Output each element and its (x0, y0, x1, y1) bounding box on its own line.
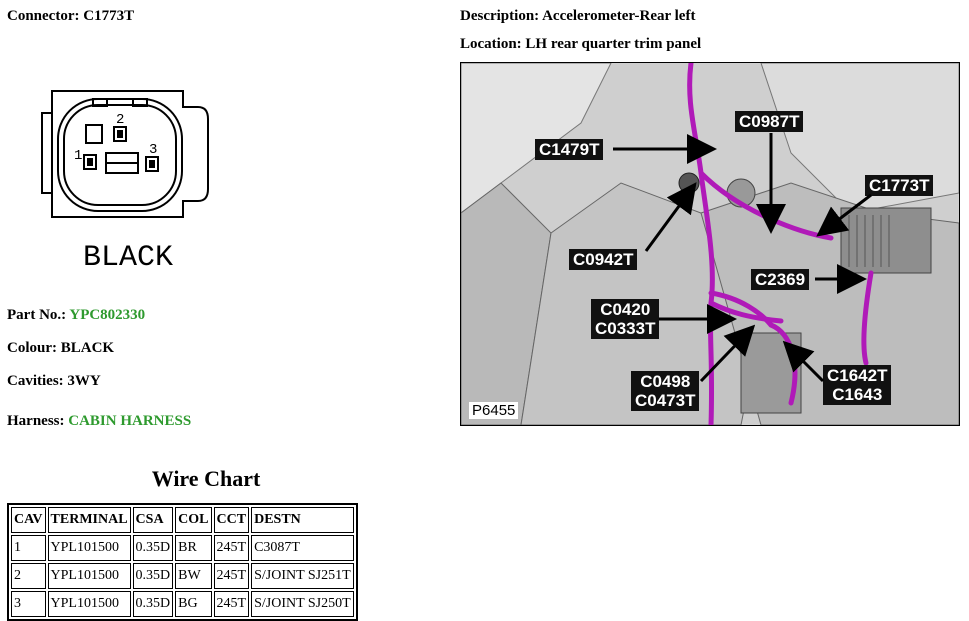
header-csa: CSA (132, 507, 174, 533)
cell: 245T (213, 563, 250, 589)
cell: 1 (11, 535, 46, 561)
header-destn: DESTN (251, 507, 354, 533)
cell: YPL101500 (47, 535, 131, 561)
cell: YPL101500 (47, 591, 131, 617)
table-row: 1 YPL101500 0.35D BR 245T C3087T (11, 535, 354, 561)
connector-inner (63, 104, 177, 206)
cell: S/JOINT SJ250T (251, 591, 354, 617)
key-slot-2 (132, 98, 148, 107)
cell: BW (175, 563, 212, 589)
harness-value: CABIN HARNESS (68, 413, 192, 429)
cell: 245T (213, 535, 250, 561)
pin-1-cavity (83, 154, 97, 170)
callout-c0942t: C0942T (569, 249, 638, 270)
callout-c0420: C0420 (600, 300, 651, 319)
cell: 2 (11, 563, 46, 589)
part-number: Part No.: YPC802330 (7, 307, 146, 323)
pin-2-label: 2 (116, 112, 124, 128)
connector-label: Connector: C1773T (7, 8, 135, 24)
description: Description: Accelerometer-Rear left (460, 8, 696, 24)
cell: BR (175, 535, 212, 561)
cavity-blank (85, 124, 103, 144)
pin-1-label: 1 (74, 148, 82, 164)
cell: BG (175, 591, 212, 617)
header-cav: CAV (11, 507, 46, 533)
callout-c2369: C2369 (751, 269, 810, 290)
photo-reference: P6455 (469, 402, 519, 419)
header-terminal: TERMINAL (47, 507, 131, 533)
pin-2-cavity (113, 126, 127, 142)
part-number-value: YPC802330 (69, 307, 146, 323)
cell: 0.35D (132, 535, 174, 561)
callout-c1642t: C1642T (827, 366, 888, 385)
cell: YPL101500 (47, 563, 131, 589)
connector-outline (51, 90, 209, 218)
connector-diagram: 1 2 3 BLACK (41, 90, 209, 275)
header-cct: CCT (213, 507, 250, 533)
pin-3-cavity (145, 156, 159, 172)
cavities: Cavities: 3WY (7, 373, 101, 389)
cell: 245T (213, 591, 250, 617)
cell: S/JOINT SJ251T (251, 563, 354, 589)
connector-latch (41, 112, 53, 194)
callout-c1479t: C1479T (535, 139, 604, 160)
cell: C3087T (251, 535, 354, 561)
callout-c0987t: C0987T (735, 111, 804, 132)
location-photo: C1479T C0987T C1773T C0942T C2369 C0420 … (460, 62, 960, 426)
callout-c0498-group: C0498 C0473T (631, 371, 700, 411)
callout-c0498: C0498 (640, 372, 691, 391)
wire-chart-table: CAV TERMINAL CSA COL CCT DESTN 1 YPL1015… (7, 503, 358, 621)
table-row: 3 YPL101500 0.35D BG 245T S/JOINT SJ250T (11, 591, 354, 617)
callout-c1642t-group: C1642T C1643 (823, 365, 892, 405)
table-row: 2 YPL101500 0.35D BW 245T S/JOINT SJ251T (11, 563, 354, 589)
key-slot-1 (92, 98, 108, 107)
table-header-row: CAV TERMINAL CSA COL CCT DESTN (11, 507, 354, 533)
callout-c1643: C1643 (832, 385, 883, 404)
callout-c1773t: C1773T (865, 175, 934, 196)
callout-c0420-group: C0420 C0333T (591, 299, 660, 339)
cell: 0.35D (132, 563, 174, 589)
connector-body (57, 98, 183, 212)
colour: Colour: BLACK (7, 340, 115, 356)
connector-color-text: BLACK (83, 241, 173, 275)
cell: 0.35D (132, 591, 174, 617)
header-col: COL (175, 507, 212, 533)
callout-c0333t: C0333T (595, 319, 656, 338)
wire-chart-title: Wire Chart (151, 466, 261, 491)
cell: 3 (11, 591, 46, 617)
pin-3-label: 3 (149, 142, 157, 158)
harness: Harness: CABIN HARNESS (7, 413, 192, 429)
location: Location: LH rear quarter trim panel (460, 36, 702, 52)
callout-c0473t: C0473T (635, 391, 696, 410)
